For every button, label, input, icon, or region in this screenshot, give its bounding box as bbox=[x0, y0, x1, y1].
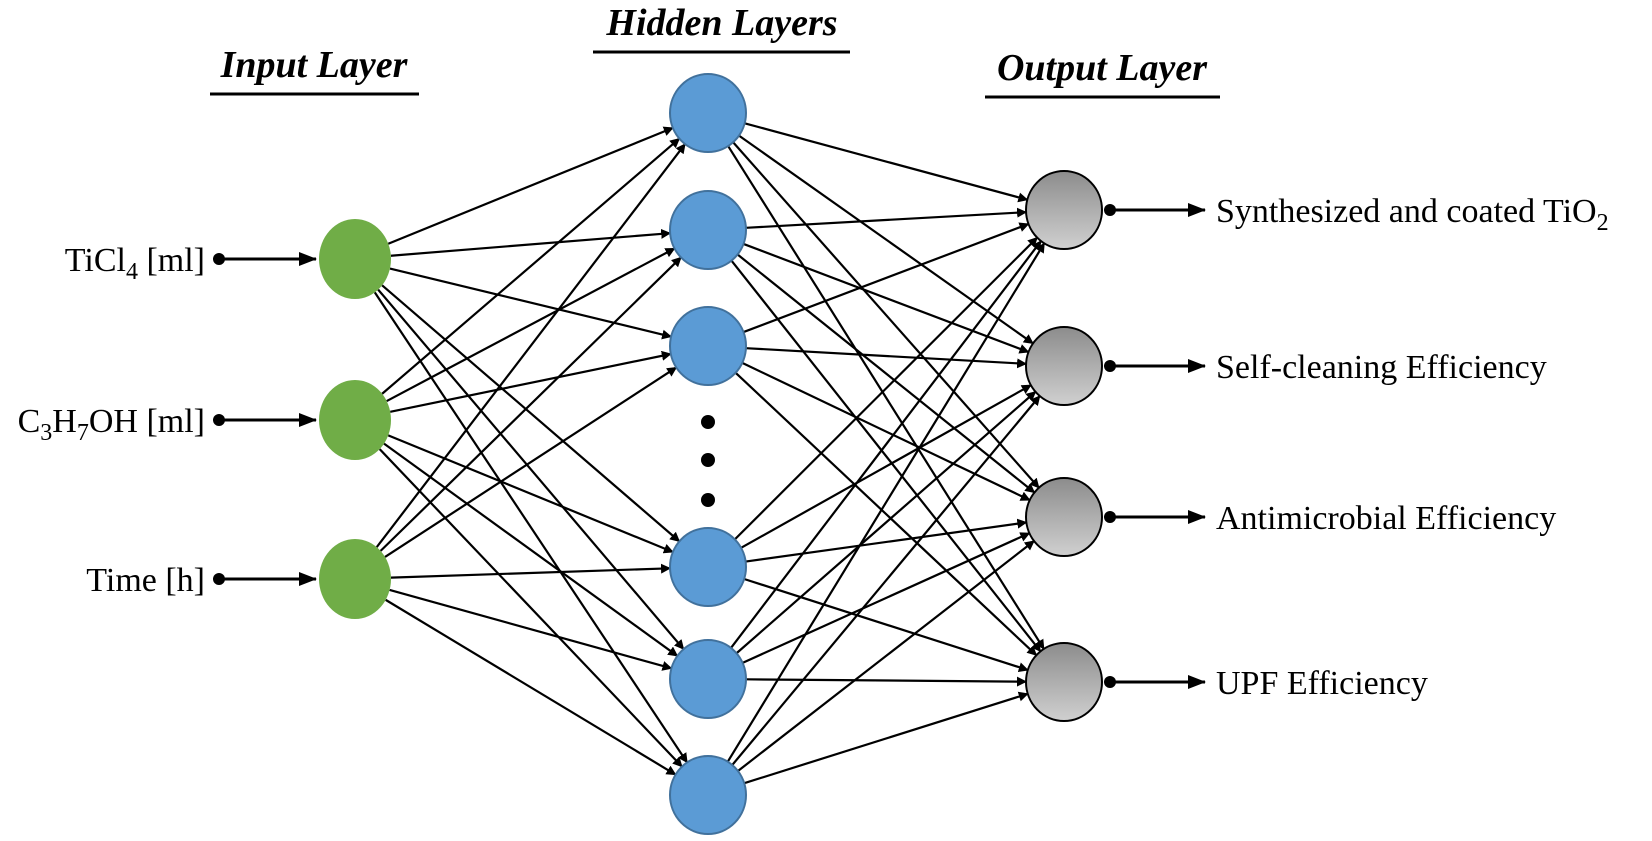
connection-hidden-4-output-2 bbox=[742, 532, 1031, 664]
output-node bbox=[1025, 170, 1103, 250]
connection-input-1-hidden-2 bbox=[390, 350, 672, 413]
connection-input-1-hidden-1 bbox=[386, 247, 676, 403]
ellipsis-dot bbox=[701, 453, 715, 467]
connection-input-0-hidden-4 bbox=[377, 288, 685, 650]
ellipsis-dot bbox=[701, 493, 715, 507]
connection-hidden-2-output-3 bbox=[734, 371, 1038, 657]
input-layer-title: Input Layer bbox=[220, 44, 409, 86]
connection-input-2-hidden-3 bbox=[390, 563, 672, 579]
input-label-0-part: 4 bbox=[126, 259, 138, 285]
connection-hidden-4-output-3 bbox=[745, 676, 1028, 687]
hidden-node bbox=[669, 190, 747, 270]
hidden-node bbox=[669, 755, 747, 835]
connection-hidden-1-output-3 bbox=[730, 259, 1042, 653]
hidden-layers-title: Hidden Layers bbox=[605, 2, 837, 44]
output-label-0: Synthesized and coated TiO2 bbox=[1216, 193, 1609, 236]
hidden-node bbox=[669, 73, 747, 153]
nodes bbox=[319, 73, 1103, 835]
input-label-1-part: 7 bbox=[77, 420, 89, 446]
connection-hidden-3-output-1 bbox=[740, 384, 1032, 549]
connection-hidden-2-output-1 bbox=[745, 347, 1028, 369]
hidden-node bbox=[669, 306, 747, 386]
output-label-2: Antimicrobial Efficiency bbox=[1216, 500, 1556, 537]
input-label-1-part: 3 bbox=[40, 420, 52, 446]
connection-input-1-hidden-3 bbox=[387, 434, 674, 554]
connection-input-0-hidden-0 bbox=[387, 126, 674, 245]
connection-hidden-5-output-3 bbox=[743, 691, 1029, 785]
output-label-3-part: UPF Efficiency bbox=[1216, 665, 1428, 702]
connection-hidden-3-output-2 bbox=[745, 518, 1028, 563]
output-layer-title: Output Layer bbox=[997, 47, 1208, 89]
connection-input-0-hidden-1 bbox=[390, 228, 672, 257]
connection-input-0-hidden-3 bbox=[381, 284, 681, 543]
connection-input-0-hidden-5 bbox=[373, 291, 689, 764]
connection-hidden-2-output-0 bbox=[743, 222, 1030, 334]
connection-hidden-2-output-2 bbox=[741, 361, 1031, 502]
input-label-1-part: C bbox=[18, 403, 41, 440]
input-label-1-part: OH [ml] bbox=[89, 403, 205, 440]
hidden-node bbox=[669, 527, 747, 607]
input-label-1: C3H7OH [ml] bbox=[18, 403, 205, 446]
connection-hidden-0-output-1 bbox=[738, 134, 1034, 345]
ellipsis-dot bbox=[701, 415, 715, 429]
connection-hidden-0-output-0 bbox=[744, 122, 1029, 203]
output-label-3: UPF Efficiency bbox=[1216, 665, 1428, 702]
connection-hidden-1-output-1 bbox=[743, 242, 1030, 354]
connection-input-1-hidden-0 bbox=[381, 137, 681, 395]
connection-input-2-hidden-4 bbox=[389, 588, 673, 671]
connection-hidden-1-output-0 bbox=[745, 207, 1028, 229]
connection-hidden-0-output-2 bbox=[732, 141, 1040, 489]
output-label-0-part: Synthesized and coated TiO bbox=[1216, 193, 1597, 230]
output-labels: Synthesized and coated TiO2Self-cleaning… bbox=[1104, 193, 1609, 702]
connection-hidden-5-output-2 bbox=[737, 540, 1035, 772]
connection-input-2-hidden-0 bbox=[375, 143, 686, 548]
connection-hidden-0-output-3 bbox=[727, 145, 1045, 650]
output-label-1-part: Self-cleaning Efficiency bbox=[1216, 349, 1547, 386]
connections bbox=[373, 122, 1046, 785]
output-label-0-part: 2 bbox=[1597, 210, 1609, 236]
connection-input-1-hidden-4 bbox=[383, 442, 679, 657]
connection-hidden-5-output-0 bbox=[726, 242, 1046, 763]
input-label-0-part: [ml] bbox=[138, 242, 205, 279]
output-node bbox=[1025, 642, 1103, 722]
connection-hidden-4-output-1 bbox=[735, 390, 1037, 655]
connection-input-2-hidden-1 bbox=[379, 256, 682, 552]
input-node bbox=[319, 539, 391, 619]
connection-hidden-1-output-2 bbox=[736, 253, 1036, 494]
input-label-2: Time [h] bbox=[86, 562, 205, 599]
input-label-0-part: TiCl bbox=[65, 242, 126, 279]
connection-input-2-hidden-2 bbox=[384, 366, 678, 558]
connection-input-0-hidden-2 bbox=[389, 267, 673, 340]
output-node bbox=[1025, 326, 1103, 406]
connection-hidden-3-output-3 bbox=[743, 577, 1029, 673]
input-label-0: TiCl4 [ml] bbox=[65, 242, 205, 285]
input-node bbox=[319, 380, 391, 460]
output-label-2-part: Antimicrobial Efficiency bbox=[1216, 500, 1556, 537]
input-label-1-part: H bbox=[52, 403, 77, 440]
hidden-ellipsis bbox=[701, 415, 715, 507]
output-node bbox=[1025, 477, 1103, 557]
input-labels: TiCl4 [ml] C3H7OH [ml] Time [h] bbox=[18, 242, 317, 599]
connection-hidden-5-output-1 bbox=[731, 395, 1041, 766]
input-label-2-part: Time [h] bbox=[86, 562, 205, 599]
connection-input-2-hidden-5 bbox=[385, 598, 677, 776]
input-node bbox=[319, 219, 391, 299]
connection-input-1-hidden-5 bbox=[378, 448, 683, 768]
hidden-node bbox=[669, 639, 747, 719]
connection-hidden-4-output-0 bbox=[730, 240, 1042, 649]
output-label-1: Self-cleaning Efficiency bbox=[1216, 349, 1547, 386]
connection-hidden-3-output-0 bbox=[734, 236, 1038, 541]
